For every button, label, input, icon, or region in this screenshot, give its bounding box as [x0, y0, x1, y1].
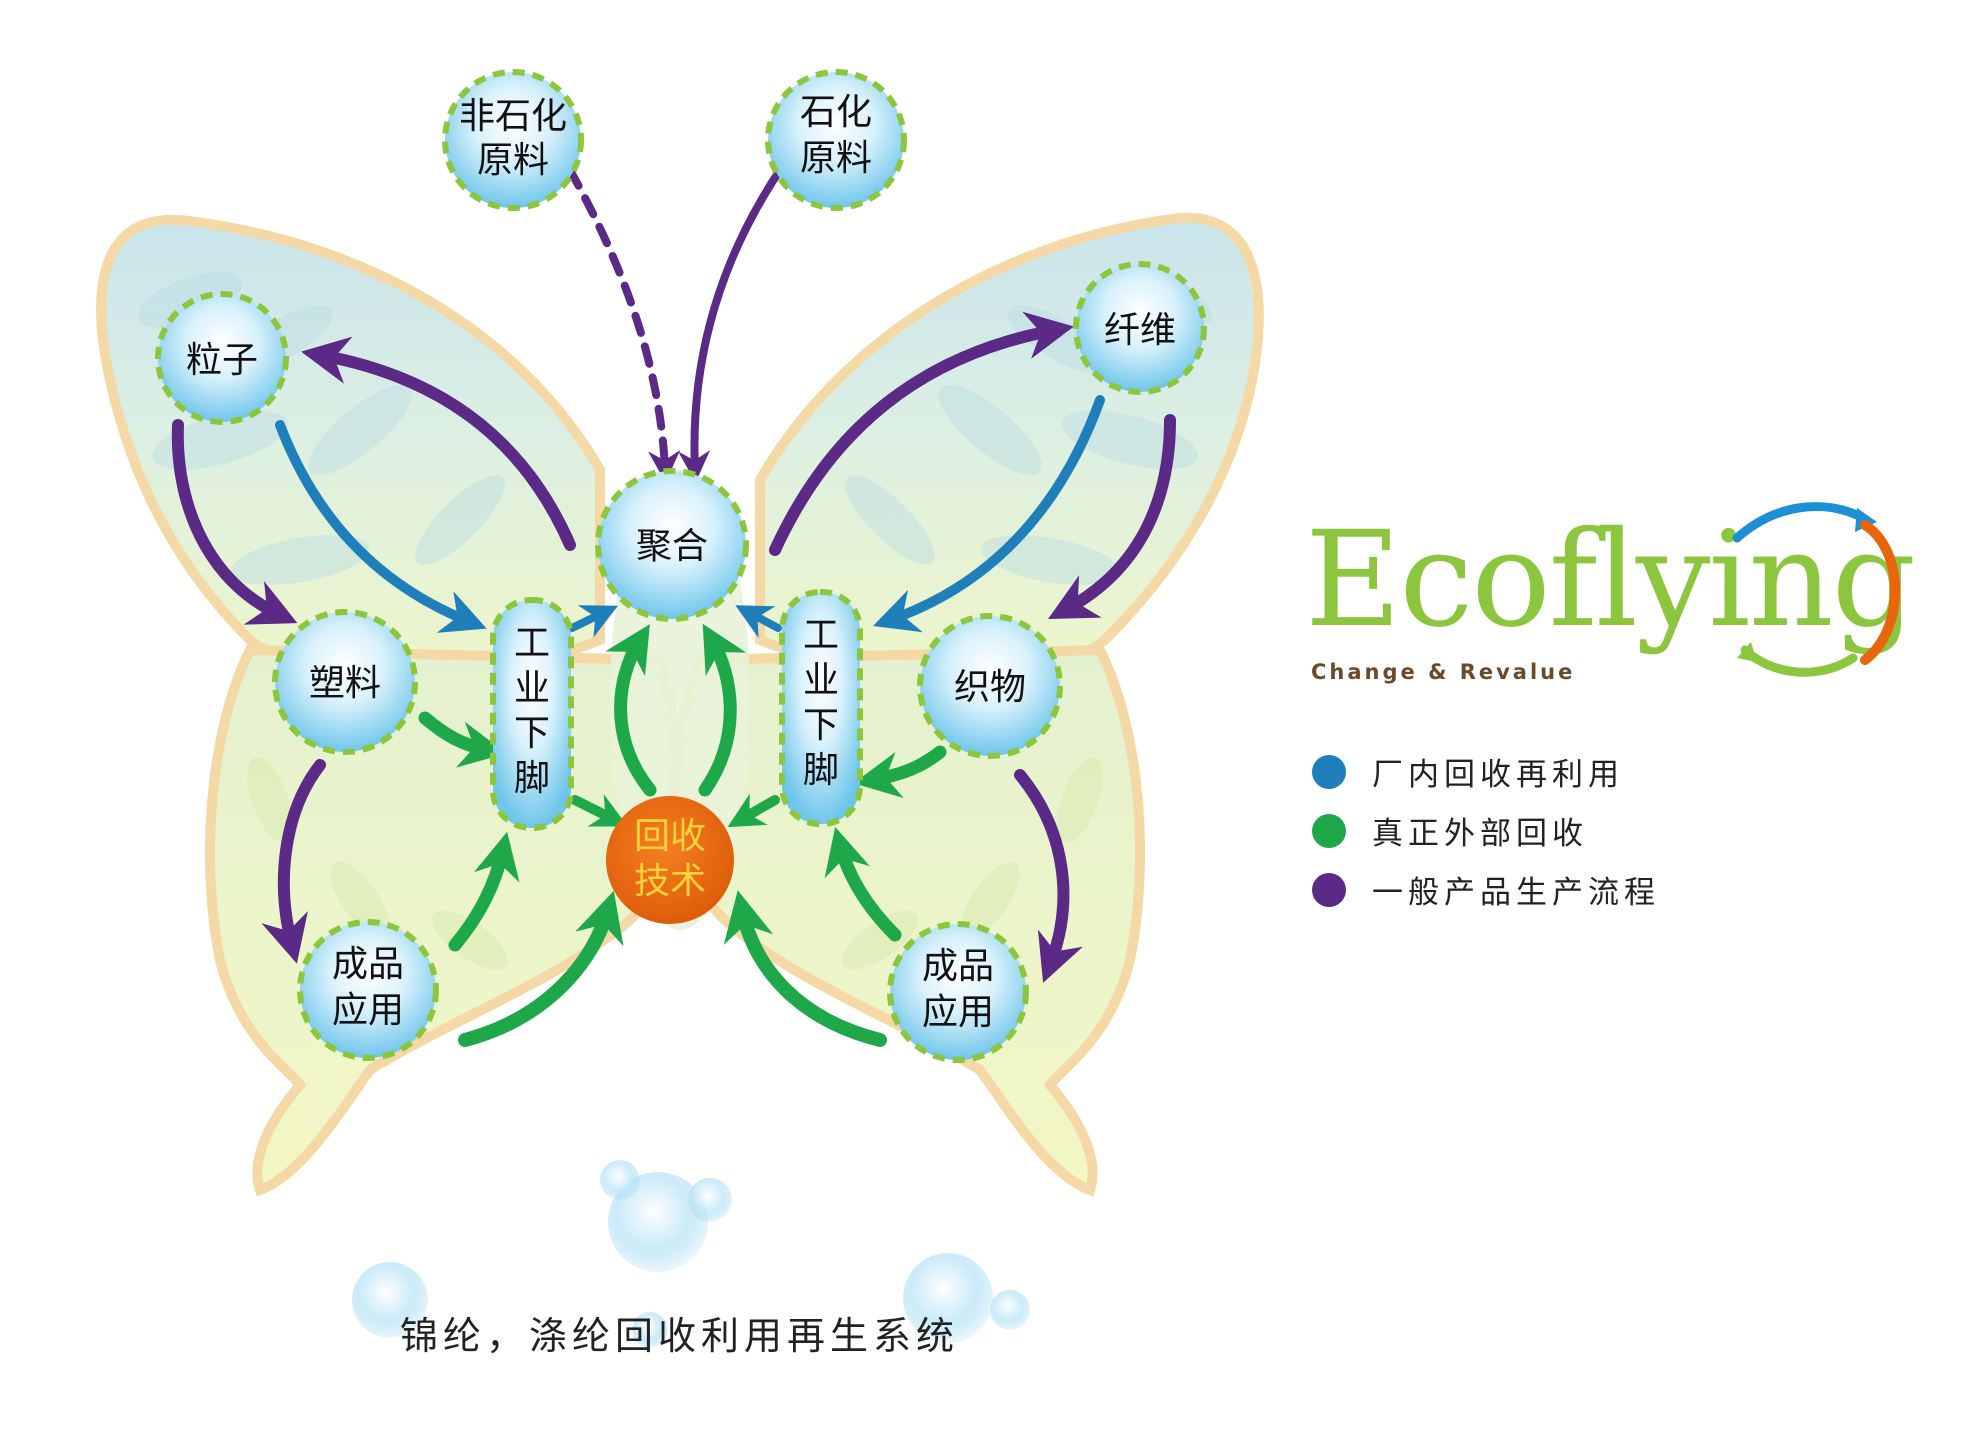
node-petro-material: 石化 原料: [765, 69, 907, 211]
node-product-right-line2: 应用: [922, 992, 994, 1033]
arrow-fiber-to-fabric: [1048, 414, 1176, 620]
node-non-petro-line2: 原料: [477, 140, 549, 181]
node-polymer-label: 聚合: [636, 526, 708, 567]
bubble-icon: [608, 1172, 708, 1272]
arrow-scrap-right-to-recycle: [727, 793, 780, 828]
node-industrial-scrap-left: 工 业 下 脚: [490, 597, 574, 831]
bubble-icon: [903, 1253, 993, 1343]
arrow-polymer-to-pellet: [301, 336, 576, 551]
node-fabric: 织物: [917, 613, 1063, 759]
node-product-left-line1: 成品: [332, 944, 404, 985]
legend-label: 真正外部回收: [1372, 816, 1588, 852]
arrow-pellet-to-plastic: [171, 419, 298, 625]
legend: 厂内回收再利用 真正外部回收 一般产品生产流程: [1312, 742, 1660, 919]
purple-dot-icon: [1312, 872, 1346, 907]
bubble-icon: [600, 1160, 640, 1200]
bubble-icon: [352, 1262, 428, 1338]
legend-label: 一般产品生产流程: [1372, 875, 1660, 911]
logo-swoosh-icon: [1732, 502, 1900, 677]
node-product-left-line2: 应用: [332, 990, 404, 1031]
bubble-icon: [688, 1178, 732, 1222]
arrow-recycle-to-polymer-right: [698, 623, 747, 797]
lower-wing-vein-pattern: [247, 757, 1103, 970]
node-non-petro-material: 非石化 原料: [442, 69, 584, 211]
arrow-product-right-to-scrap-right: [824, 826, 902, 942]
arrow-polymer-to-fiber: [769, 311, 1074, 556]
node-industrial-scrap-right: 工 业 下 脚: [779, 589, 863, 827]
scrap-left-char-3: 下: [514, 713, 550, 754]
arrow-scrap-right-to-polymer: [735, 605, 782, 639]
node-fiber: 纤维: [1073, 261, 1207, 395]
scrap-right-char-4: 脚: [803, 750, 839, 791]
green-dot-icon: [1312, 813, 1346, 848]
node-petro-line1: 石化: [800, 92, 872, 133]
arrow-product-right-to-recycle: [723, 890, 887, 1047]
bubble-icon: [632, 1312, 668, 1348]
node-recycle-line1: 回收: [634, 816, 706, 857]
arrow-petro-to-polymer: [678, 166, 784, 483]
arrow-recycle-to-polymer-left: [605, 624, 657, 797]
bubble-icon: [990, 1290, 1030, 1330]
arrow-fiber-to-scrap-right: [873, 395, 1105, 633]
legend-item-in-plant: 厂内回收再利用: [1312, 742, 1660, 801]
arrow-fabric-to-product-right: [1014, 769, 1083, 983]
node-pellet-label: 粒子: [186, 340, 258, 381]
node-non-petro-line1: 非石化: [459, 96, 567, 137]
scrap-right-char-3: 下: [803, 705, 839, 746]
scrap-left-char-4: 脚: [514, 758, 550, 799]
node-product-right-line1: 成品: [922, 946, 994, 987]
arrow-plastic-to-scrap-left: [418, 711, 507, 768]
scrap-right-char-2: 业: [803, 660, 839, 701]
blue-dot-icon: [1312, 754, 1346, 789]
arrow-pellet-to-scrap-left: [275, 420, 487, 633]
arrow-nonpetro-to-polymer: [566, 166, 681, 483]
node-petro-line2: 原料: [800, 138, 872, 179]
node-recycle-line2: 技术: [634, 861, 706, 902]
scrap-left-char-2: 业: [514, 668, 550, 709]
flow-arrows: [171, 166, 1176, 1047]
node-recycling-technology: 回收 技术: [606, 796, 734, 924]
legend-item-external: 真正外部回收: [1312, 801, 1660, 860]
scrap-left-char-1: 工: [514, 623, 550, 664]
arrow-fabric-to-scrap-right: [853, 745, 947, 799]
node-plastic-label: 塑料: [309, 663, 381, 704]
node-fiber-label: 纤维: [1104, 310, 1176, 351]
arrow-scrap-left-to-recycle: [570, 794, 628, 827]
node-product-left: 成品 应用: [297, 919, 439, 1061]
logo-wordmark: Ecoflying: [1305, 503, 1916, 657]
arrow-plastic-to-product-left: [261, 759, 326, 964]
node-product-right: 成品 应用: [887, 921, 1029, 1063]
arrow-scrap-left-to-polymer: [568, 605, 618, 638]
scrap-right-char-1: 工: [803, 615, 839, 656]
node-plastic: 塑料: [272, 609, 418, 755]
node-polymer: 聚合: [595, 468, 749, 622]
decorative-bubbles: [352, 1160, 1030, 1348]
legend-label: 厂内回收再利用: [1372, 757, 1624, 793]
legend-item-general: 一般产品生产流程: [1312, 860, 1660, 919]
diagram-caption: 锦纶，涤纶回收利用再生系统: [400, 1314, 960, 1358]
logo-tagline: Change & Revalue: [1311, 660, 1576, 684]
ecoflying-logo: Ecoflying Change & Revalue: [1305, 500, 1945, 700]
node-pellet: 粒子: [155, 291, 289, 425]
node-fabric-label: 织物: [954, 667, 1026, 708]
arrow-product-left-to-recycle: [458, 890, 624, 1047]
arrow-product-left-to-scrap-left: [448, 831, 520, 952]
